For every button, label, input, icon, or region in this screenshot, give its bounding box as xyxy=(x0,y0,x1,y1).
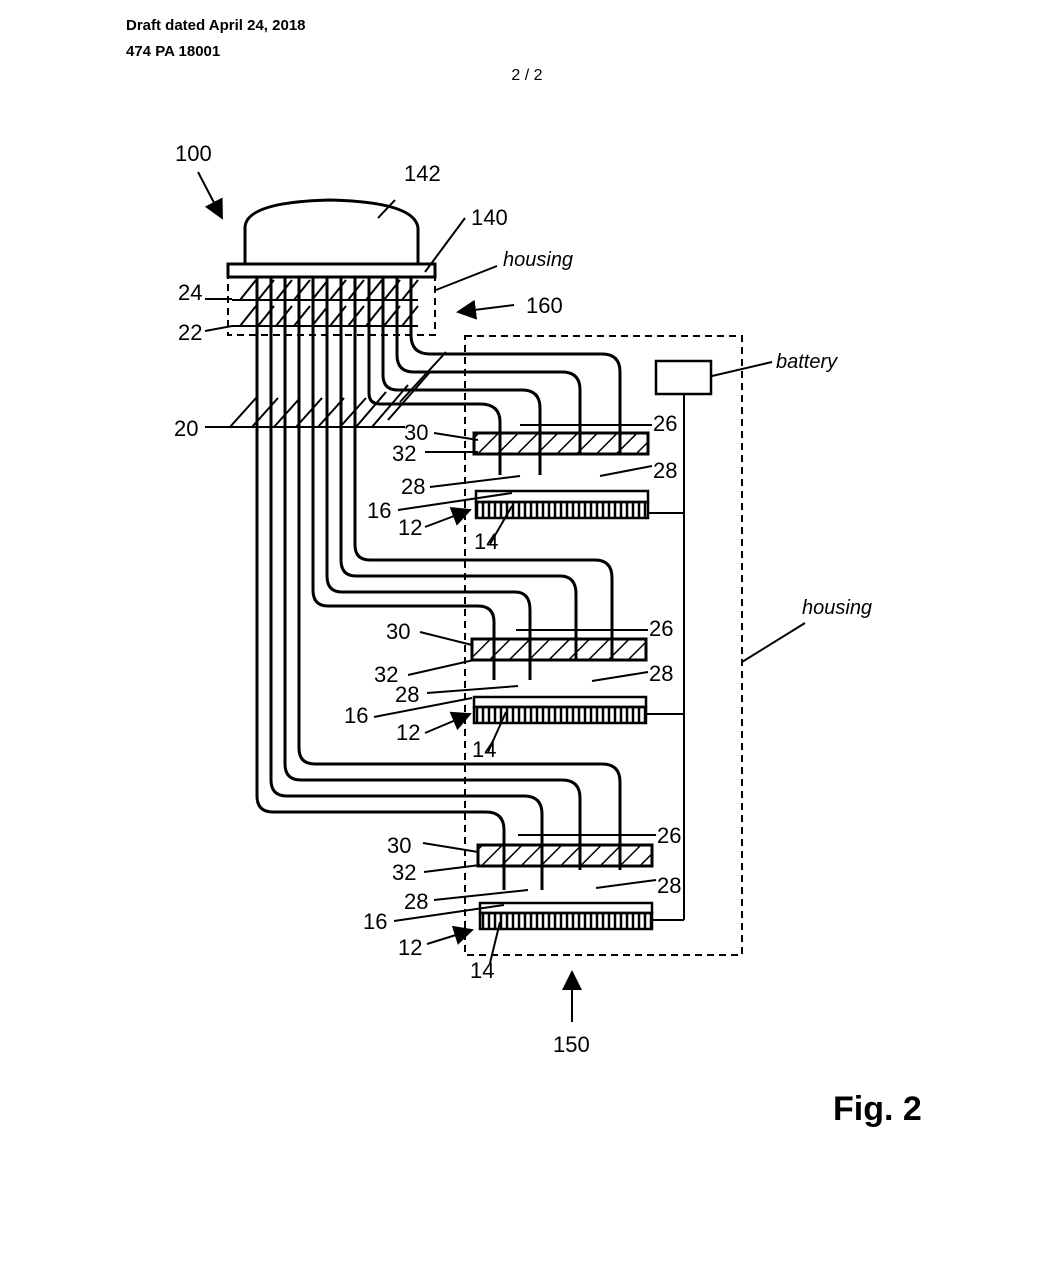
ref-12-label: 12 xyxy=(398,935,422,960)
battery-label: battery xyxy=(776,351,838,373)
ref-14-label: 14 xyxy=(474,529,498,554)
layer-20-hatch xyxy=(205,351,447,428)
ref-24-label: 24 xyxy=(178,280,202,305)
ref-12-label: 12 xyxy=(398,515,422,540)
ref-32-label: 32 xyxy=(374,662,398,687)
ref-100-label: 100 xyxy=(175,141,212,166)
housing-150-outline xyxy=(464,335,743,956)
ref-30-label: 30 xyxy=(386,619,410,644)
ref-28-label: 28 xyxy=(653,458,677,483)
ref-14-label: 14 xyxy=(470,958,494,983)
ref-32-label: 32 xyxy=(392,441,416,466)
ref-30-label: 30 xyxy=(387,833,411,858)
ref-28-label: 28 xyxy=(649,661,673,686)
ref-16-label: 16 xyxy=(344,703,368,728)
ref-32-label: 32 xyxy=(392,860,416,885)
ref-30-label: 30 xyxy=(404,420,428,445)
top-plate xyxy=(226,262,437,279)
ref-22-label: 22 xyxy=(178,320,202,345)
battery-box xyxy=(654,359,713,396)
ref-28-label: 28 xyxy=(401,474,425,499)
ref-14-label: 14 xyxy=(472,737,496,762)
draft-date-text: Draft dated April 24, 2018 xyxy=(126,17,306,34)
ref-12-label: 12 xyxy=(396,720,420,745)
leader-lines xyxy=(197,171,806,1022)
page-number: 2 / 2 xyxy=(511,67,543,84)
layer-22-hatch xyxy=(232,305,419,327)
ref-150-label: 150 xyxy=(553,1032,590,1057)
ref-140-label: 140 xyxy=(471,205,508,230)
ref-28-label: 28 xyxy=(395,682,419,707)
ref-16-label: 16 xyxy=(367,498,391,523)
ref-26-label: 26 xyxy=(653,411,677,436)
dome-component xyxy=(243,198,420,264)
ref-160-label: 160 xyxy=(526,293,563,318)
ref-26-label: 26 xyxy=(649,616,673,641)
unit-2-components xyxy=(470,637,648,725)
ref-28-label: 28 xyxy=(657,873,681,898)
ref-142-label: 142 xyxy=(404,161,441,186)
ref-20-label: 20 xyxy=(174,416,198,441)
unit-1-components xyxy=(472,431,650,520)
wire-bundle xyxy=(255,278,622,890)
document-number-text: 474 PA 18001 xyxy=(126,43,221,60)
housing-label-top: housing xyxy=(503,249,573,271)
housing-label-right: housing xyxy=(802,597,872,619)
ref-16-label: 16 xyxy=(363,909,387,934)
ref-28-label: 28 xyxy=(404,889,428,914)
figure-caption: Fig. 2 xyxy=(833,1090,922,1128)
unit-3-components xyxy=(476,843,654,931)
ref-26-label: 26 xyxy=(657,823,681,848)
layer-24-hatch xyxy=(232,279,419,301)
